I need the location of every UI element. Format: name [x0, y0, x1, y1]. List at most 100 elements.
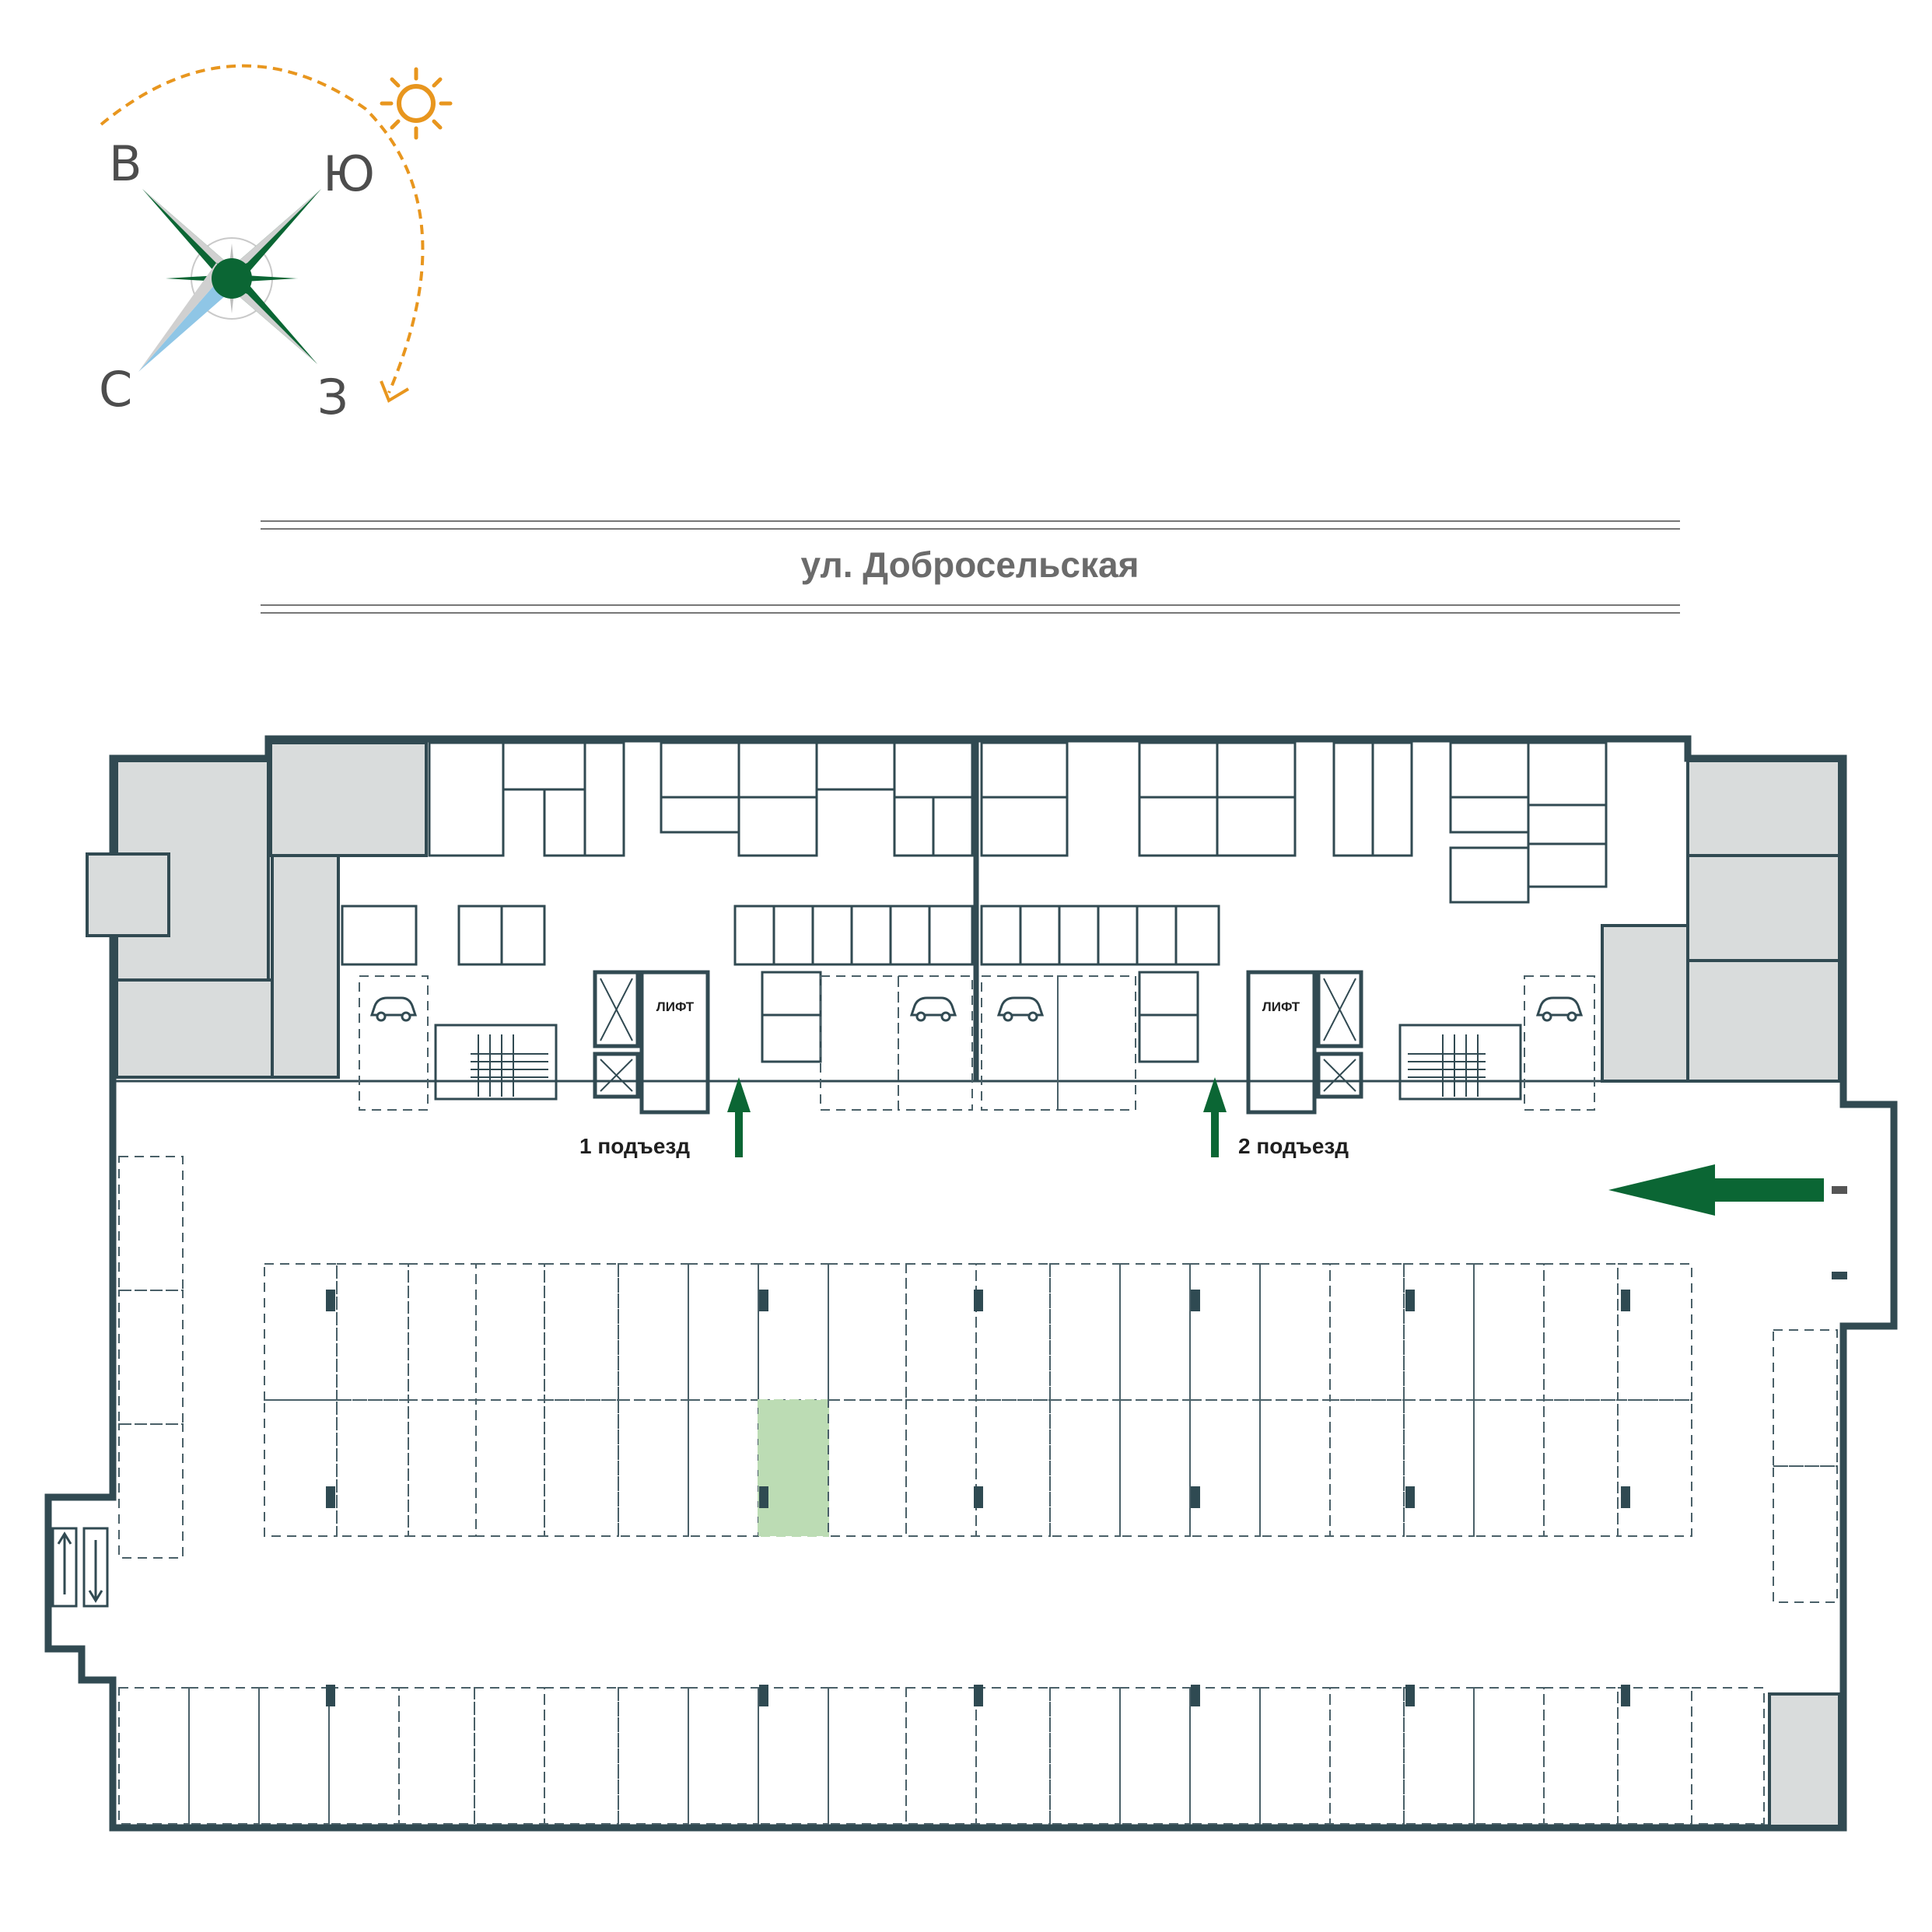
compass-east-label: В	[109, 135, 142, 192]
parking-space[interactable]	[1403, 1263, 1475, 1401]
structural-column	[326, 1685, 335, 1706]
ev-charging-icon	[909, 996, 957, 1022]
parking-space[interactable]	[758, 1263, 829, 1401]
parking-space[interactable]	[828, 1687, 907, 1825]
parking-space[interactable]	[328, 1687, 400, 1825]
parking-space[interactable]	[688, 1399, 759, 1537]
parking-space[interactable]	[1543, 1263, 1619, 1401]
parking-space[interactable]	[1189, 1399, 1261, 1537]
parking-space[interactable]	[118, 1156, 184, 1291]
ev-charging-icon	[996, 996, 1045, 1022]
parking-space[interactable]	[618, 1399, 689, 1537]
parking-space[interactable]	[1119, 1687, 1191, 1825]
parking-space[interactable]	[1773, 1465, 1838, 1603]
parking-space[interactable]	[475, 1263, 545, 1401]
structural-column	[1405, 1290, 1415, 1311]
parking-space[interactable]	[688, 1263, 759, 1401]
parking-space[interactable]	[1119, 1399, 1191, 1537]
parking-space[interactable]	[1189, 1687, 1261, 1825]
structural-column	[974, 1486, 983, 1508]
parking-space[interactable]	[336, 1399, 409, 1537]
parking-grid	[118, 1156, 1838, 1825]
ev-charging-spaces	[359, 975, 1595, 1111]
parking-space[interactable]	[1543, 1399, 1619, 1537]
compass-south-label: Ю	[323, 145, 375, 202]
parking-space[interactable]	[264, 1399, 338, 1537]
parking-space[interactable]	[1773, 1329, 1838, 1467]
lift-label-1: ЛИФТ	[656, 999, 695, 1014]
parking-space[interactable]	[544, 1687, 619, 1825]
parking-space[interactable]	[118, 1290, 184, 1425]
parking-space[interactable]	[1543, 1687, 1619, 1825]
parking-space[interactable]	[975, 1399, 1051, 1537]
structural-column	[1621, 1685, 1630, 1706]
parking-space[interactable]	[408, 1263, 477, 1401]
parking-space[interactable]	[618, 1687, 689, 1825]
parking-space[interactable]	[828, 1263, 907, 1401]
parking-space[interactable]	[408, 1399, 477, 1537]
parking-space[interactable]	[1259, 1687, 1331, 1825]
parking-space[interactable]	[1189, 1263, 1261, 1401]
parking-space[interactable]	[398, 1687, 475, 1825]
structural-column	[1621, 1486, 1630, 1508]
parking-space[interactable]	[1049, 1687, 1121, 1825]
structural-column	[759, 1290, 768, 1311]
parking-space[interactable]	[336, 1263, 409, 1401]
compass-rose	[138, 189, 321, 372]
parking-space[interactable]	[118, 1687, 190, 1825]
parking-space[interactable]	[975, 1263, 1051, 1401]
technical-rooms	[86, 741, 1841, 1828]
ev-charging-icon	[369, 996, 418, 1022]
parking-space[interactable]	[475, 1399, 545, 1537]
parking-space[interactable]	[975, 1687, 1051, 1825]
parking-space[interactable]	[618, 1263, 689, 1401]
parking-space[interactable]	[1259, 1263, 1331, 1401]
parking-space[interactable]	[544, 1263, 619, 1401]
parking-space[interactable]	[688, 1687, 759, 1825]
parking-space[interactable]	[758, 1687, 829, 1825]
structural-column	[326, 1290, 335, 1311]
entrance-1: 1 подъезд	[579, 1077, 751, 1158]
sun-path-arrowhead	[380, 380, 410, 403]
parking-space[interactable]	[1329, 1687, 1405, 1825]
parking-space[interactable]	[1691, 1687, 1765, 1825]
structural-column	[326, 1486, 335, 1508]
entrance-label-2: 2 подъезд	[1238, 1134, 1349, 1158]
parking-space[interactable]	[544, 1399, 619, 1537]
parking-space[interactable]	[905, 1263, 977, 1401]
parking-space[interactable]	[758, 1399, 829, 1537]
structural-column	[1191, 1486, 1200, 1508]
parking-space[interactable]	[1403, 1687, 1475, 1825]
parking-space[interactable]	[1473, 1263, 1545, 1401]
parking-space[interactable]	[264, 1263, 338, 1401]
parking-space[interactable]	[1049, 1263, 1121, 1401]
parking-space[interactable]	[474, 1687, 545, 1825]
parking-space[interactable]	[905, 1687, 977, 1825]
parking-space[interactable]	[1119, 1263, 1191, 1401]
compass-north-label: С	[99, 361, 132, 418]
parking-space[interactable]	[1403, 1399, 1475, 1537]
parking-space[interactable]	[118, 1423, 184, 1559]
parking-space[interactable]	[1473, 1687, 1545, 1825]
parking-space[interactable]	[905, 1399, 977, 1537]
parking-space[interactable]	[1329, 1263, 1405, 1401]
street-name: ул. Добросельская	[801, 544, 1139, 585]
core-1: ЛИФТ	[434, 970, 710, 1115]
lift-label-2: ЛИФТ	[1262, 999, 1300, 1014]
parking-space[interactable]	[258, 1687, 330, 1825]
parking-space[interactable]	[1617, 1399, 1692, 1537]
entrance-label-1: 1 подъезд	[579, 1134, 690, 1158]
evacuation-stair	[51, 1527, 109, 1608]
compass-west-label: З	[317, 369, 348, 425]
parking-space[interactable]	[828, 1399, 907, 1537]
parking-space[interactable]	[1259, 1399, 1331, 1537]
parking-space[interactable]	[1329, 1399, 1405, 1537]
parking-space[interactable]	[1473, 1399, 1545, 1537]
parking-space[interactable]	[188, 1687, 260, 1825]
parking-space[interactable]	[1617, 1263, 1692, 1401]
parking-space[interactable]	[1049, 1399, 1121, 1537]
parking-space[interactable]	[1617, 1687, 1692, 1825]
sun-path-arc	[100, 64, 425, 394]
vehicle-entry-arrow-icon	[1608, 1164, 1824, 1216]
